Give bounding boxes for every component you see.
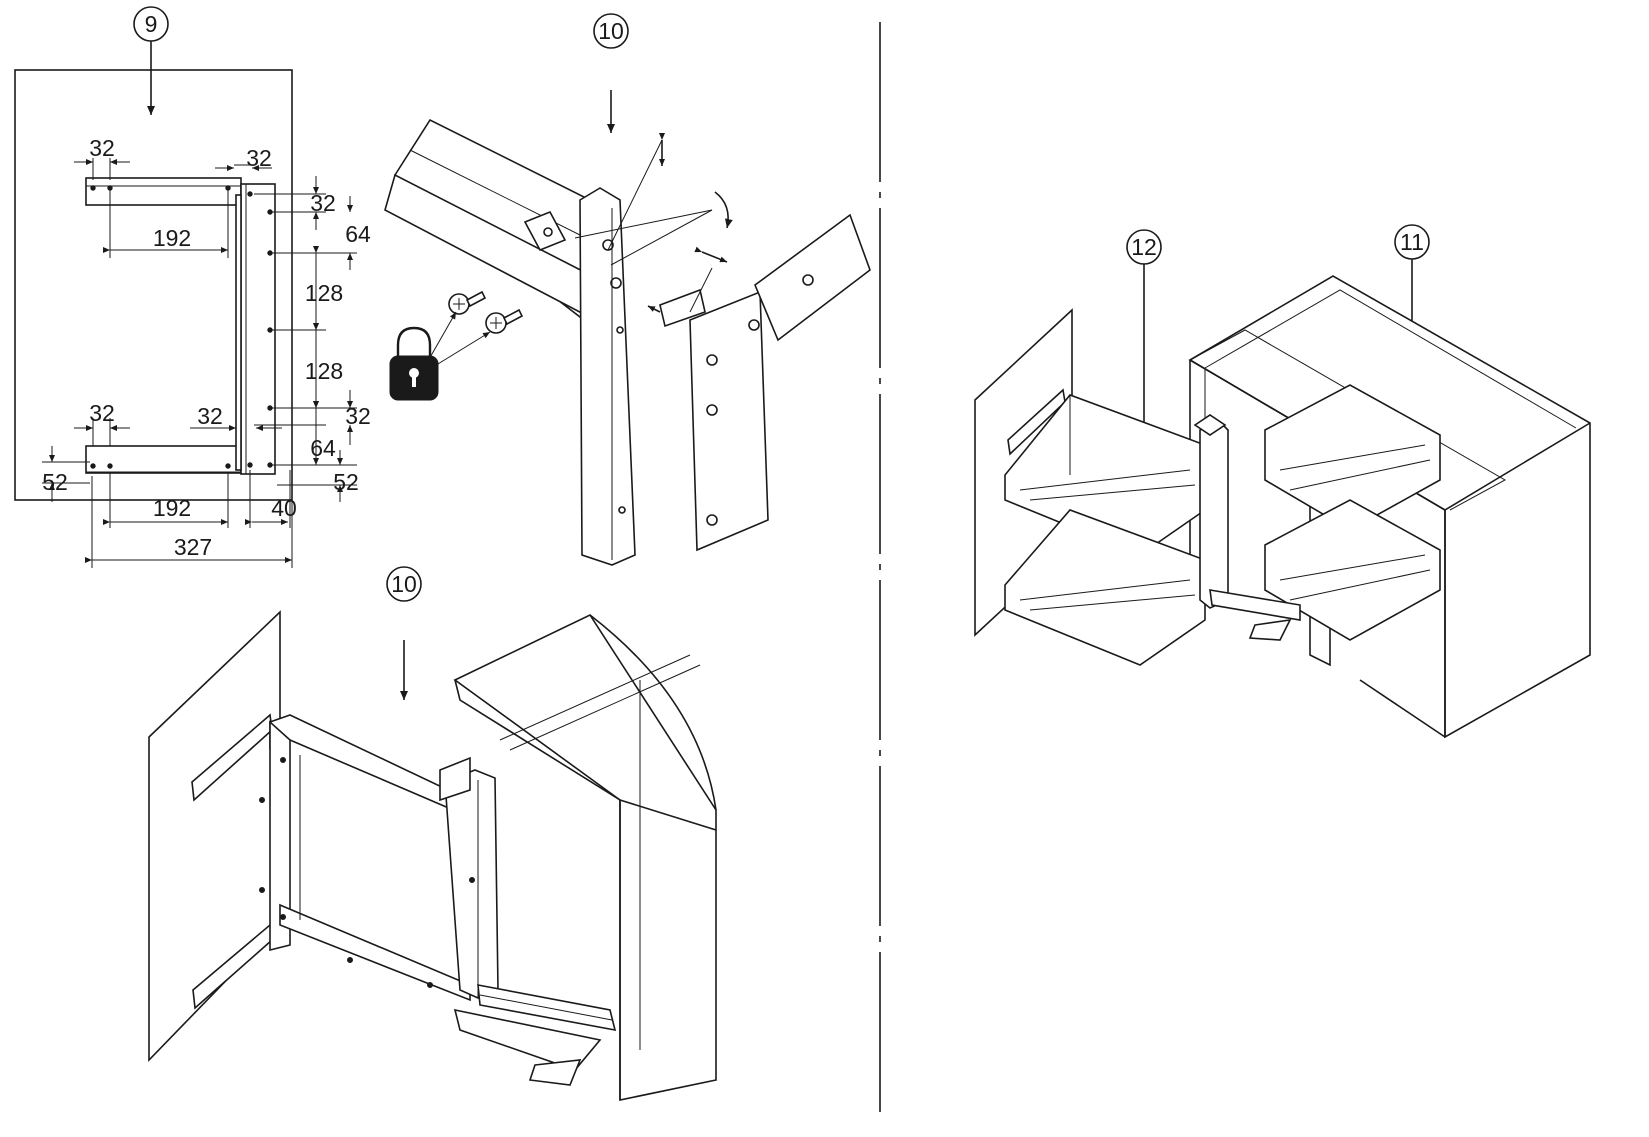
cabinet-rail <box>384 118 611 342</box>
slide-rail <box>453 984 617 1086</box>
rear-corner-baskets <box>1264 384 1441 641</box>
hinge-pin <box>659 288 706 328</box>
top-hinge-bracket <box>85 177 242 206</box>
leader-line <box>689 267 713 313</box>
dim-top-left-32: 32 <box>89 135 115 161</box>
door-side-panel <box>689 213 871 552</box>
callout-step-10-bottom: 10 <box>386 566 422 700</box>
pull-out-frame <box>259 714 471 1002</box>
dim-overall-327: 327 <box>174 534 212 560</box>
callout-step-10-top-label: 10 <box>598 18 624 44</box>
hinge-post <box>439 756 499 999</box>
cabinet-body <box>453 613 717 1101</box>
dim-side-64-bottom: 64 <box>310 435 336 461</box>
bottom-hinge-bracket <box>85 445 242 474</box>
callout-step-12-label: 12 <box>1131 234 1157 260</box>
door-panel-outline <box>14 69 293 501</box>
dim-bottom-mid-32: 32 <box>197 403 223 429</box>
step-10-door-frame-install: 10 <box>148 566 717 1101</box>
leader-line <box>574 209 713 239</box>
corner-hinge-post <box>1193 414 1301 641</box>
hinge-plate <box>523 210 567 252</box>
vertical-post <box>579 187 636 566</box>
dim-bottom-192: 192 <box>153 495 191 521</box>
screw-icon <box>485 308 524 334</box>
door-panel <box>148 610 281 1062</box>
dim-top-192: 192 <box>153 225 191 251</box>
padlock-icon <box>389 326 439 401</box>
leader-line <box>607 139 663 251</box>
step-10-hinge-adjustment-detail: 10 <box>384 13 871 566</box>
dim-left-52: 52 <box>42 469 68 495</box>
dim-top-right-32: 32 <box>246 145 272 171</box>
dim-side-128-a: 128 <box>305 280 343 306</box>
dim-side-64-top: 64 <box>345 221 371 247</box>
callout-step-9-label: 9 <box>145 11 158 37</box>
dim-side-top-32: 32 <box>310 190 336 216</box>
step-11-12-assembled-unit: 12 11 <box>974 224 1591 739</box>
callout-step-10-top: 10 <box>593 13 629 133</box>
dim-right-52: 52 <box>333 469 359 495</box>
screw-icon <box>448 290 487 315</box>
callout-step-9: 9 <box>133 6 169 115</box>
dim-side-bottom-32: 32 <box>345 403 371 429</box>
curved-arrow-icon <box>714 191 733 229</box>
callout-step-10-bottom-label: 10 <box>391 571 417 597</box>
vertical-mounting-profile <box>235 183 276 475</box>
step-9-drilling-template: 9 <box>14 6 371 568</box>
dim-side-128-b: 128 <box>305 358 343 384</box>
push-arrow <box>647 305 661 313</box>
dim-right-40: 40 <box>271 495 297 521</box>
front-pull-out-baskets <box>1004 394 1206 666</box>
dim-bottom-left-32: 32 <box>89 400 115 426</box>
callout-step-11-label: 11 <box>1400 229 1424 255</box>
leader-line <box>610 209 713 266</box>
double-arrow-horizontal-icon <box>694 246 728 263</box>
dimension-lines <box>42 158 357 568</box>
